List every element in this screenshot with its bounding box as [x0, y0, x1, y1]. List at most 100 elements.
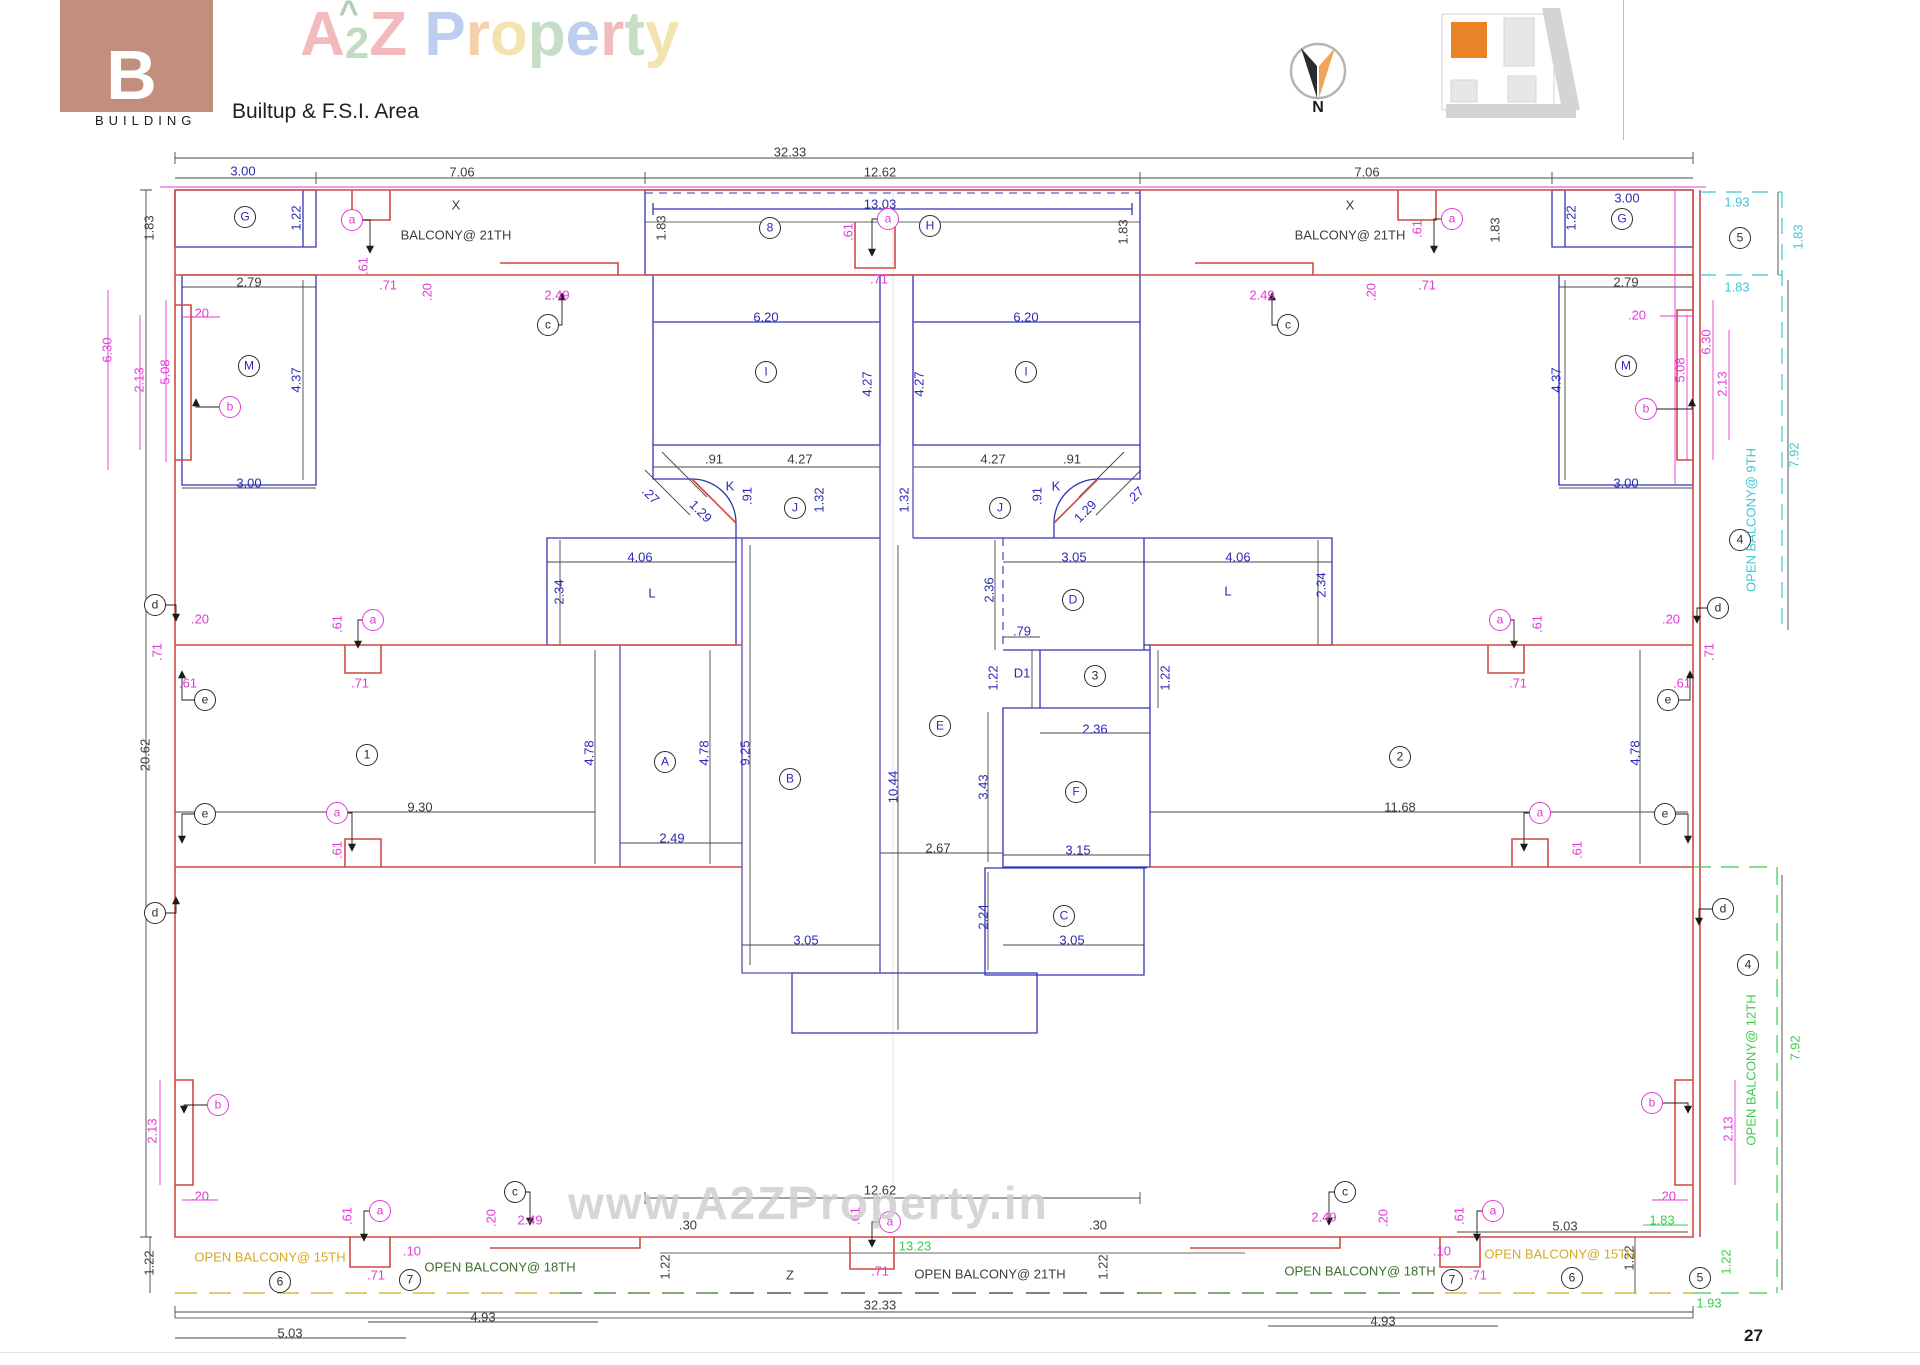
marker-circle [1062, 589, 1084, 611]
marker-a: a [879, 1211, 901, 1233]
dim-label: 4.27 [911, 371, 926, 396]
leader-line [1429, 218, 1442, 254]
marker-label: M [244, 359, 254, 373]
dim-label: 7.92 [1787, 1035, 1802, 1060]
dim-label: .20 [191, 611, 209, 626]
marker-a: a [369, 1200, 391, 1222]
marker-label: e [202, 693, 209, 707]
leader-line [1519, 812, 1530, 852]
dim-label: 11.68 [1384, 799, 1416, 814]
dim-label: 1.32 [896, 487, 911, 512]
dim-label: OPEN BALCONY@ 18TH [424, 1259, 575, 1274]
marker-circle [755, 361, 777, 383]
marker-a: a [1441, 208, 1463, 230]
dim-label: 7.06 [449, 164, 474, 179]
marker-e: e [194, 689, 216, 711]
dim-label: 2.34 [1313, 572, 1328, 597]
marker-circle [504, 1181, 526, 1203]
leader-line [1675, 813, 1693, 844]
marker-c: c [1277, 314, 1299, 336]
dim-label: 7.92 [1786, 442, 1801, 467]
marker-circle [356, 744, 378, 766]
dim-label: 6.30 [1698, 329, 1713, 354]
marker-circle [784, 497, 806, 519]
marker-label: b [227, 400, 234, 414]
marker-b: b [1641, 1092, 1663, 1114]
marker-circle [1707, 597, 1729, 619]
dim-label: OPEN BALCONY@ 18TH [1284, 1263, 1435, 1278]
dim-label: 1.93 [1724, 194, 1749, 209]
dim-label: 2.13 [131, 367, 146, 392]
leader-line [179, 1104, 208, 1114]
marker-a: a [877, 208, 899, 230]
marker-label: 6 [277, 1275, 284, 1289]
marker-D: D [1062, 589, 1084, 611]
marker-circle [326, 802, 348, 824]
brand-roof-icon: ^ [338, 0, 359, 32]
marker-label: e [1662, 807, 1669, 821]
dim-label: 4.78 [1627, 740, 1642, 765]
dim-label: 4.78 [696, 740, 711, 765]
marker-b: b [219, 396, 241, 418]
marker-label: 7 [1449, 1273, 1456, 1287]
dim-label: .61 [847, 1207, 862, 1225]
marker-label: a [334, 806, 341, 820]
dim-label: .71 [379, 277, 397, 292]
dim-label: .61 [339, 1207, 354, 1225]
marker-label: c [1342, 1185, 1348, 1199]
marker-circle [989, 497, 1011, 519]
dim-label: 6.20 [1013, 309, 1038, 324]
dim-label: 2.36 [981, 577, 996, 602]
marker-label: a [1490, 1204, 1497, 1218]
marker-d: d [144, 902, 166, 924]
marker-c: c [504, 1181, 526, 1203]
key-plan-thumbnail [1441, 8, 1580, 118]
dim-label: .61 [1569, 841, 1584, 859]
marker-label: a [1537, 806, 1544, 820]
page-title: Builtup & F.S.I. Area [232, 100, 419, 123]
dim-label: D1 [1014, 665, 1031, 680]
dim-label: 2.13 [1720, 1116, 1735, 1141]
marker-circle [1334, 1181, 1356, 1203]
dim-label: .61 [329, 841, 344, 859]
marker-label: F [1072, 785, 1079, 799]
dim-label: 3.05 [1061, 549, 1086, 564]
dim-label: .27 [1124, 484, 1147, 507]
marker-label: b [1649, 1096, 1656, 1110]
marker-circle [341, 209, 363, 231]
leader-line [359, 1210, 370, 1242]
dim-label: .10 [403, 1243, 421, 1258]
marker-label: a [377, 1204, 384, 1218]
dim-label: OPEN BALCONY@ 15TH [194, 1249, 345, 1264]
dim-label: Z [786, 1267, 794, 1282]
leader-line [1662, 1102, 1693, 1114]
dim-label: 32.33 [774, 144, 807, 159]
marker-J: J [784, 497, 806, 519]
marker-circle [1441, 208, 1463, 230]
key-plan-highlighted-building [1451, 22, 1487, 58]
dim-label: 9.25 [737, 740, 752, 765]
marker-circle [1065, 781, 1087, 803]
marker-label: 1 [364, 748, 371, 762]
dim-label: 9.30 [407, 799, 432, 814]
dim-label: 3.00 [236, 475, 261, 490]
marker-label: G [1617, 212, 1626, 226]
marker-circle [1441, 1269, 1463, 1291]
marker-circle [234, 206, 256, 228]
marker-circle [1482, 1200, 1504, 1222]
marker-label: a [1449, 212, 1456, 226]
dim-label: .20 [419, 283, 434, 301]
dim-label: .30 [679, 1217, 697, 1232]
dim-label: 6.30 [99, 337, 114, 362]
marker-circle [1635, 398, 1657, 420]
marker-circle [1489, 609, 1511, 631]
marker-label: I [764, 365, 767, 379]
dim-label: 3.05 [1059, 932, 1084, 947]
brand-letter: y [644, 0, 680, 69]
marker-label: 5 [1697, 1271, 1704, 1285]
marker-a: a [341, 209, 363, 231]
marker-circle [207, 1094, 229, 1116]
leader-arrows [165, 218, 1713, 1248]
